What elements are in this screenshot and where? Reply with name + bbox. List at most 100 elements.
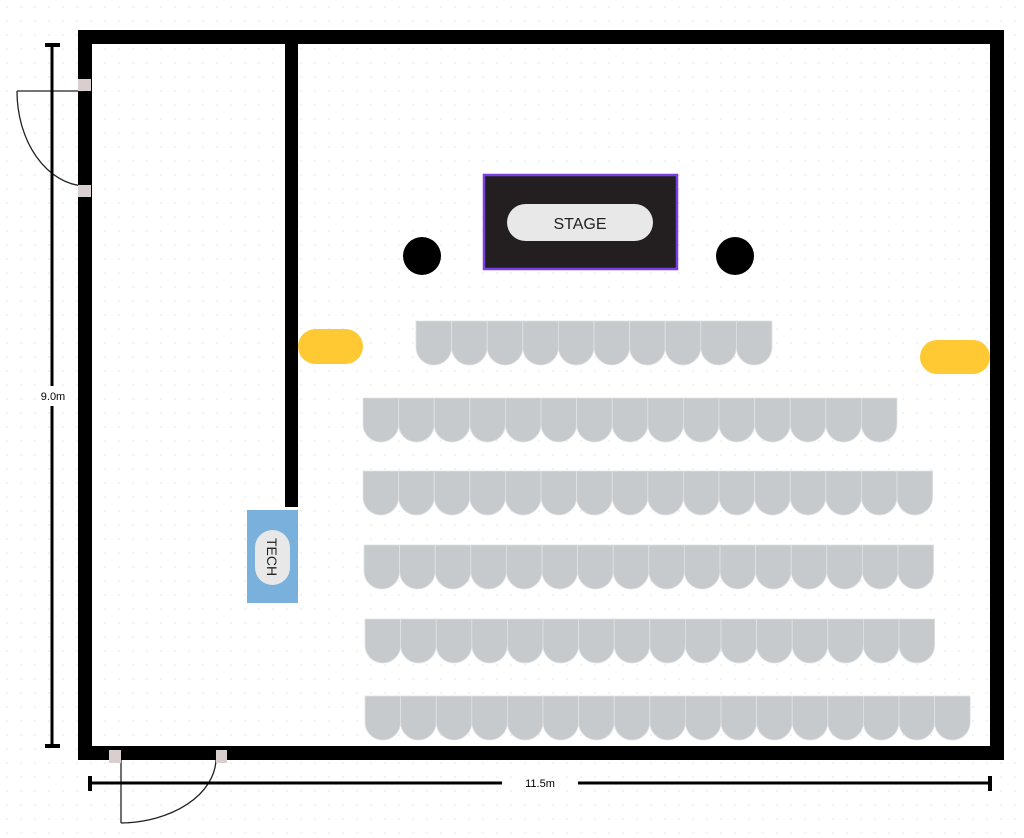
chair[interactable] — [576, 470, 613, 516]
chair[interactable] — [469, 470, 506, 516]
chair[interactable] — [754, 470, 791, 516]
chair[interactable] — [720, 618, 757, 664]
tech-booth[interactable]: TECH — [247, 510, 298, 603]
chair[interactable] — [506, 544, 543, 590]
chair[interactable] — [613, 695, 651, 741]
chair[interactable] — [934, 695, 971, 741]
bottom-door[interactable] — [109, 750, 227, 824]
chair[interactable] — [648, 544, 685, 590]
chair[interactable] — [755, 544, 792, 590]
chair[interactable] — [647, 470, 684, 516]
chair[interactable] — [469, 397, 506, 443]
chair[interactable] — [364, 695, 401, 741]
chair[interactable] — [542, 695, 579, 741]
chair[interactable] — [683, 397, 720, 443]
chair[interactable] — [791, 618, 829, 664]
chair[interactable] — [718, 397, 755, 443]
chair[interactable] — [685, 618, 722, 664]
chair[interactable] — [736, 320, 773, 366]
chair[interactable] — [647, 397, 684, 443]
chair[interactable] — [898, 695, 935, 741]
chair[interactable] — [719, 544, 756, 590]
chair[interactable] — [471, 695, 508, 741]
chair[interactable] — [649, 618, 686, 664]
yellow-table-right[interactable] — [920, 340, 990, 374]
chair[interactable] — [897, 544, 934, 590]
chair[interactable] — [415, 320, 452, 366]
chair[interactable] — [789, 397, 827, 443]
chair[interactable] — [593, 320, 630, 366]
chair[interactable] — [399, 544, 436, 590]
chair[interactable] — [400, 618, 437, 664]
chair[interactable] — [685, 695, 722, 741]
chair[interactable] — [577, 544, 614, 590]
chair[interactable] — [364, 618, 401, 664]
chair[interactable] — [827, 618, 864, 664]
chair[interactable] — [434, 544, 472, 590]
chair-row-5 — [364, 618, 935, 664]
chair[interactable] — [505, 397, 542, 443]
chair[interactable] — [435, 695, 473, 741]
chair[interactable] — [471, 618, 508, 664]
chair[interactable] — [790, 544, 828, 590]
chair[interactable] — [558, 320, 595, 366]
chair[interactable] — [611, 397, 649, 443]
chair[interactable] — [507, 618, 544, 664]
chair[interactable] — [720, 695, 757, 741]
chair[interactable] — [649, 695, 686, 741]
chair[interactable] — [486, 320, 524, 366]
interior-wall — [285, 40, 298, 507]
chair[interactable] — [400, 695, 437, 741]
chair[interactable] — [541, 544, 578, 590]
walls — [78, 30, 1004, 760]
chair[interactable] — [362, 397, 399, 443]
chair[interactable] — [629, 320, 666, 366]
chair[interactable] — [898, 618, 935, 664]
chair[interactable] — [398, 397, 435, 443]
chair[interactable] — [505, 470, 542, 516]
chair[interactable] — [613, 618, 651, 664]
chair[interactable] — [578, 618, 615, 664]
chair[interactable] — [433, 397, 471, 443]
chair[interactable] — [863, 695, 900, 741]
chair[interactable] — [896, 470, 933, 516]
chair[interactable] — [862, 544, 899, 590]
chair[interactable] — [435, 618, 473, 664]
chair[interactable] — [825, 470, 862, 516]
chair[interactable] — [507, 695, 544, 741]
chair[interactable] — [612, 544, 650, 590]
chair[interactable] — [863, 618, 900, 664]
chair[interactable] — [542, 618, 579, 664]
stage[interactable]: STAGE — [482, 173, 679, 271]
chair[interactable] — [683, 470, 720, 516]
chair[interactable] — [789, 470, 827, 516]
chair[interactable] — [398, 470, 435, 516]
chair[interactable] — [611, 470, 649, 516]
chair[interactable] — [664, 320, 702, 366]
chair[interactable] — [754, 397, 791, 443]
chair[interactable] — [826, 544, 863, 590]
chair[interactable] — [470, 544, 507, 590]
chair[interactable] — [684, 544, 721, 590]
speaker-left[interactable] — [403, 237, 441, 275]
chair[interactable] — [576, 397, 613, 443]
chair[interactable] — [540, 470, 577, 516]
chair[interactable] — [540, 397, 577, 443]
chair[interactable] — [700, 320, 737, 366]
chair[interactable] — [825, 397, 862, 443]
chair[interactable] — [861, 470, 898, 516]
chair[interactable] — [433, 470, 471, 516]
chair[interactable] — [791, 695, 829, 741]
chair[interactable] — [362, 470, 399, 516]
chair[interactable] — [578, 695, 615, 741]
chair[interactable] — [756, 695, 793, 741]
chair[interactable] — [718, 470, 755, 516]
yellow-table-left[interactable] — [298, 329, 363, 364]
chair[interactable] — [522, 320, 559, 366]
chair[interactable] — [363, 544, 400, 590]
chair[interactable] — [861, 397, 898, 443]
chair[interactable] — [827, 695, 864, 741]
chair[interactable] — [756, 618, 793, 664]
speaker-right[interactable] — [716, 237, 754, 275]
chair[interactable] — [451, 320, 488, 366]
